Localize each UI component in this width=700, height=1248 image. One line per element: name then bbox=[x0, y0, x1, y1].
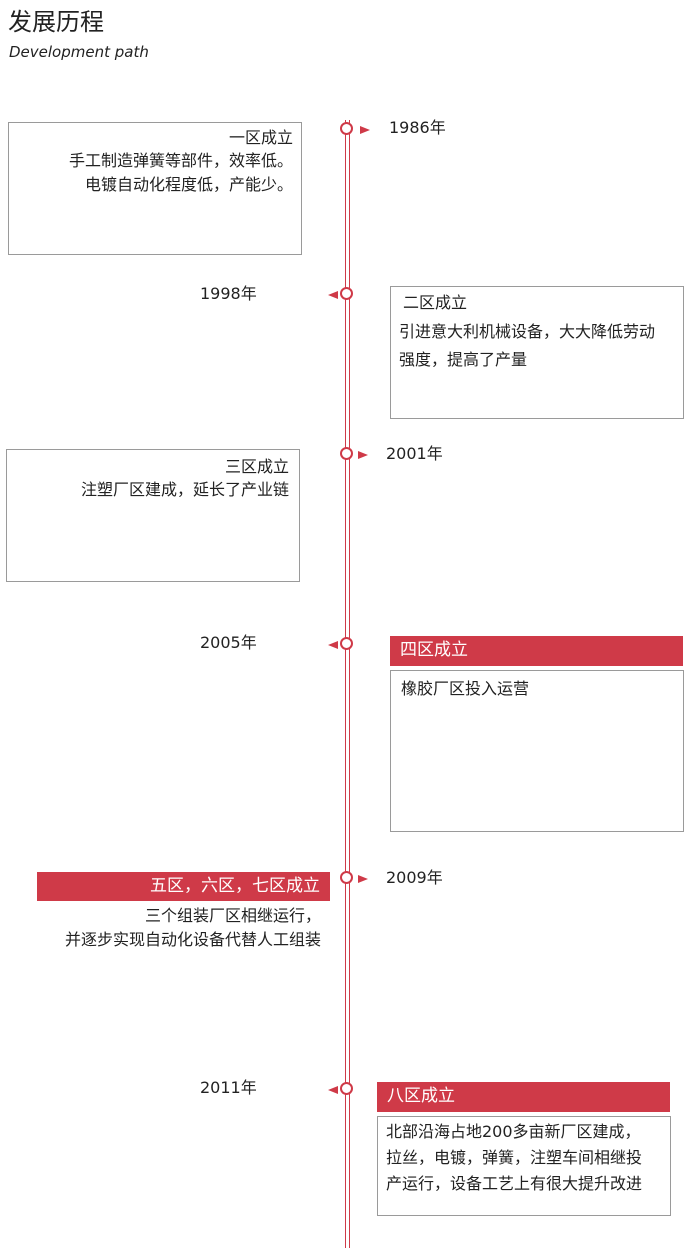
timeline-node bbox=[340, 287, 353, 300]
milestone-title: 三区成立 bbox=[224, 457, 289, 476]
timeline-pointer-right bbox=[358, 451, 368, 459]
milestone-title: 五区，六区，七区成立 bbox=[37, 872, 330, 901]
milestone-description-line: 三个组装厂区相继运行， bbox=[144, 906, 321, 925]
timeline-pointer-right bbox=[358, 875, 368, 883]
timeline-node bbox=[340, 637, 353, 650]
milestone-title: 一区成立 bbox=[228, 128, 293, 147]
timeline-axis bbox=[345, 120, 350, 1248]
page-title: 发展历程 bbox=[8, 8, 104, 36]
milestone-description-line: 产运行，设备工艺上有很大提升改进 bbox=[386, 1174, 643, 1193]
timeline-pointer-left bbox=[328, 1086, 338, 1094]
milestone-year: 2011年 bbox=[200, 1078, 257, 1097]
timeline-node bbox=[340, 871, 353, 884]
milestone-title: 八区成立 bbox=[377, 1082, 670, 1112]
milestone-description-line: 拉丝，电镀，弹簧，注塑车间相继投 bbox=[386, 1148, 643, 1167]
milestone-title: 二区成立 bbox=[403, 293, 468, 312]
milestone-card: 北部沿海占地200多亩新厂区建成， 拉丝，电镀，弹簧，注塑车间相继投 产运行，设… bbox=[377, 1116, 671, 1216]
milestone-year: 2001年 bbox=[386, 444, 443, 463]
milestone-card: 二区成立 引进意大利机械设备，大大降低劳动 强度，提高了产量 bbox=[390, 286, 684, 419]
timeline-node bbox=[340, 122, 353, 135]
timeline-pointer-left bbox=[328, 291, 338, 299]
milestone-description-line: 引进意大利机械设备，大大降低劳动 bbox=[399, 322, 656, 341]
page-subtitle: Development path bbox=[9, 43, 149, 61]
timeline-node bbox=[340, 1082, 353, 1095]
milestone-description-line: 并逐步实现自动化设备代替人工组装 bbox=[64, 930, 321, 949]
milestone-description-line: 北部沿海占地200多亩新厂区建成， bbox=[386, 1122, 641, 1141]
milestone-year: 2009年 bbox=[386, 868, 443, 887]
milestone-year: 1986年 bbox=[389, 118, 446, 137]
milestone-description-line: 注塑厂区建成，延长了产业链 bbox=[80, 480, 289, 499]
milestone-card: 三区成立 注塑厂区建成，延长了产业链 bbox=[6, 449, 300, 582]
milestone-card: 一区成立 手工制造弹簧等部件，效率低。 电镀自动化程度低，产能少。 bbox=[8, 122, 302, 255]
milestone-title: 四区成立 bbox=[390, 636, 683, 666]
timeline-pointer-left bbox=[328, 641, 338, 649]
milestone-description: 三个组装厂区相继运行， 并逐步实现自动化设备代替人工组装 bbox=[37, 904, 321, 952]
milestone-description-line: 电镀自动化程度低，产能少。 bbox=[84, 175, 293, 194]
timeline-pointer-right bbox=[360, 126, 370, 134]
milestone-year: 1998年 bbox=[200, 284, 257, 303]
milestone-description-line: 手工制造弹簧等部件，效率低。 bbox=[68, 151, 293, 170]
milestone-year: 2005年 bbox=[200, 633, 257, 652]
milestone-card: 橡胶厂区投入运营 bbox=[390, 670, 684, 832]
milestone-description-line: 橡胶厂区投入运营 bbox=[401, 679, 530, 698]
timeline-node bbox=[340, 447, 353, 460]
milestone-description-line: 强度，提高了产量 bbox=[399, 350, 528, 369]
